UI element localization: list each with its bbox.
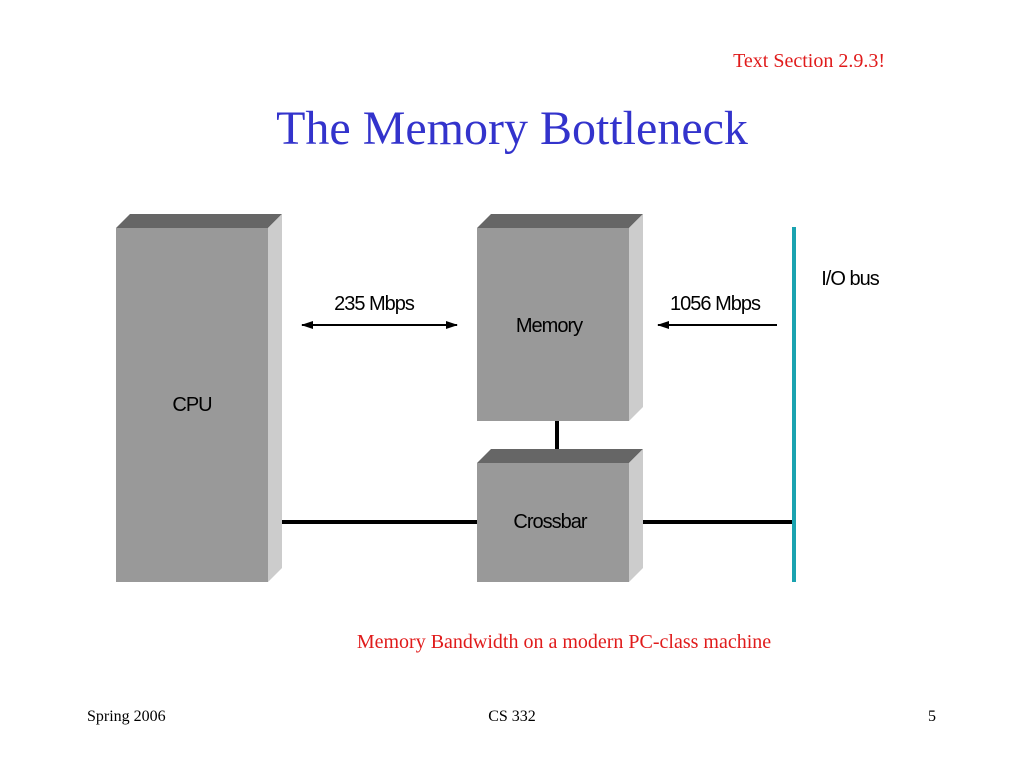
cpu-block-top [116,214,282,228]
crossbar-block-top [477,449,643,463]
io-bus-label: I/O bus [821,268,879,290]
memory-label: Memory [516,315,583,337]
crossbar-block: Crossbar [477,449,643,582]
footer-course: CS 332 [488,708,536,725]
crossbar-block-side [629,449,643,582]
footer-page-number: 5 [928,708,936,725]
cpu-block-face [116,228,268,582]
diagram-caption: Memory Bandwidth on a modern PC-class ma… [356,631,772,653]
slide-title: The Memory Bottleneck [276,102,748,155]
section-reference: Text Section 2.9.3! [733,50,885,72]
cpu-memory-bandwidth-label: 235 Mbps [334,293,415,315]
cpu-label: CPU [172,394,211,416]
cpu-block-side [268,214,282,582]
memory-block-top [477,214,643,228]
crossbar-label: Crossbar [513,511,587,533]
memory-block-face [477,228,629,421]
cpu-block: CPU [116,214,282,582]
io-memory-bandwidth-label: 1056 Mbps [670,293,761,315]
crossbar-block-face [477,463,629,582]
memory-block-side [629,214,643,421]
memory-block: Memory [477,214,643,421]
footer-date: Spring 2006 [87,708,166,725]
